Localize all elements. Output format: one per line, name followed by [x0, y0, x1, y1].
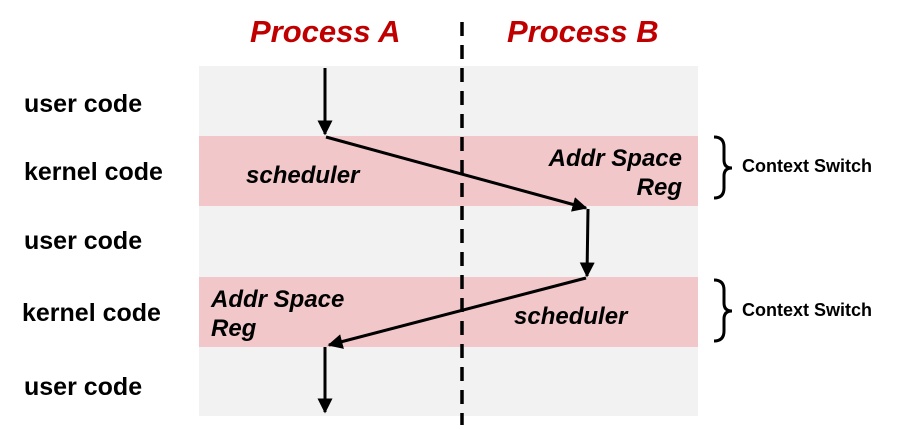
addr-space-label-a: Addr Space Reg [211, 285, 344, 343]
addr-space-label-b: Addr Space Reg [520, 144, 682, 202]
brace-context-switch-1 [713, 135, 733, 200]
arrow-switch-a-to-b [325, 135, 588, 212]
user-code-band-1 [199, 66, 698, 136]
addr-space-line: Addr Space [548, 145, 682, 172]
scheduler-label-a: scheduler [246, 162, 360, 189]
row-label-kernel-2: kernel code [22, 299, 161, 327]
row-label-user-2: user code [24, 227, 143, 255]
context-switch-label-2: Context Switch [742, 300, 873, 320]
addr-space-line: Addr Space [211, 286, 345, 313]
kernel-code-band-2 [199, 277, 698, 347]
user-code-band-2 [199, 206, 698, 277]
brace-context-switch-2 [713, 278, 733, 343]
process-a-title: Process A [250, 14, 401, 49]
arrow-switch-b-to-a [327, 276, 587, 349]
reg-line: Reg [636, 174, 682, 201]
arrow-process-b-user [579, 208, 595, 278]
scheduler-label-b: scheduler [514, 303, 628, 330]
reg-line: Reg [211, 315, 257, 342]
context-switch-label-1: Context Switch [742, 156, 873, 176]
user-code-band-3 [199, 347, 698, 416]
row-label-kernel-1: kernel code [24, 158, 163, 186]
row-label-user-3: user code [24, 373, 143, 401]
process-b-title: Process B [507, 14, 659, 49]
row-label-user-1: user code [24, 90, 143, 118]
